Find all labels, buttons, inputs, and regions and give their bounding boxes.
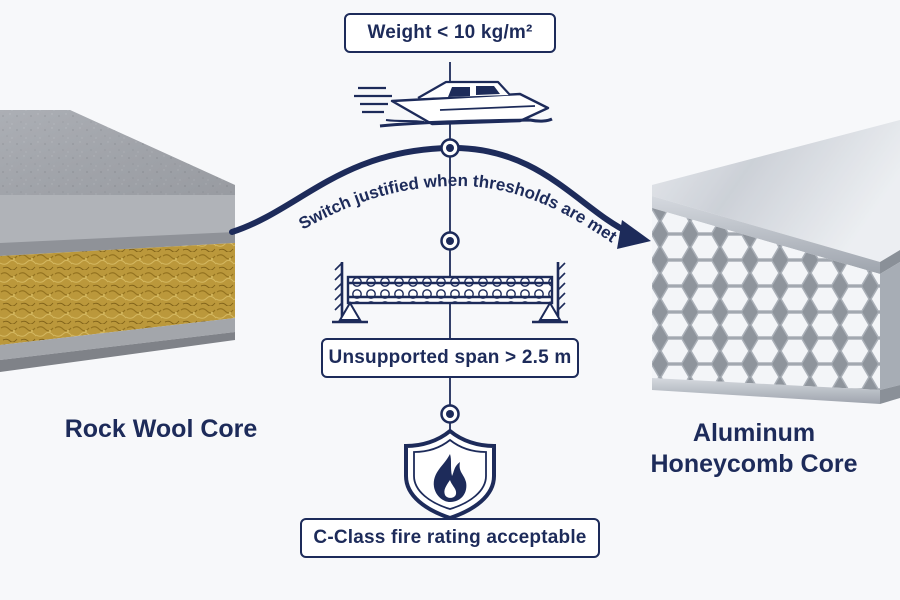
aluminum-label-line2: Honeycomb Core (650, 450, 858, 478)
aluminum-honeycomb-core-label: Aluminum Honeycomb Core (608, 418, 900, 480)
speedboat-icon (354, 80, 553, 128)
fire-threshold-label: C-Class fire rating acceptable (300, 518, 600, 558)
supported-beam-icon (332, 262, 568, 324)
rock-wool-core-label: Rock Wool Core (64, 415, 258, 443)
weight-threshold-label: Weight < 10 kg/m² (344, 13, 556, 53)
span-threshold-label: Unsupported span > 2.5 m (321, 338, 579, 378)
switch-arrow: Switch justified when thresholds are met (229, 144, 651, 249)
arrow-caption: Switch justified when thresholds are met (296, 171, 621, 247)
aluminum-label-line1: Aluminum (692, 419, 816, 447)
connector-dots (440, 138, 460, 424)
rock-wool-panel (0, 110, 235, 372)
fire-shield-icon (404, 428, 496, 521)
aluminum-honeycomb-panel (652, 120, 900, 404)
